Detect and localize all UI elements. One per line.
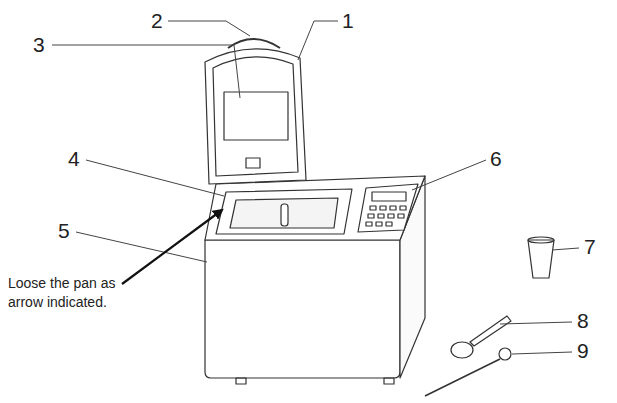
instruction-note: Loose the pan as arrow indicated. bbox=[8, 274, 148, 312]
buttons bbox=[366, 206, 406, 226]
spoon-bowl bbox=[451, 342, 473, 358]
hinge bbox=[246, 158, 260, 168]
callout-number: 3 bbox=[33, 33, 45, 57]
body-front bbox=[205, 240, 400, 378]
display bbox=[372, 192, 406, 201]
control-panel bbox=[358, 184, 418, 232]
measuring-cup bbox=[528, 240, 554, 278]
handle bbox=[228, 39, 280, 48]
body-top bbox=[205, 176, 425, 240]
pan-arrow bbox=[122, 210, 222, 284]
foot bbox=[236, 378, 246, 384]
callout-number: 4 bbox=[68, 147, 80, 171]
callout-number: 2 bbox=[151, 9, 163, 33]
lid-inner bbox=[213, 57, 298, 176]
hook-rod bbox=[425, 359, 500, 396]
window bbox=[224, 92, 288, 140]
cavity bbox=[216, 189, 352, 234]
callout-number: 8 bbox=[577, 309, 589, 333]
foot bbox=[384, 378, 394, 384]
callout-number: 6 bbox=[490, 147, 502, 171]
callout-number: 9 bbox=[577, 339, 589, 363]
kneading-shaft bbox=[281, 204, 288, 226]
hook-ring bbox=[499, 348, 511, 360]
cup-rim bbox=[528, 237, 554, 243]
callout-number: 5 bbox=[58, 219, 70, 243]
leader-lines bbox=[52, 21, 579, 354]
measuring-spoon bbox=[470, 316, 511, 346]
lid bbox=[205, 49, 306, 184]
callout-number: 7 bbox=[584, 235, 596, 259]
bread-pan bbox=[230, 198, 338, 228]
callout-number: 1 bbox=[342, 9, 354, 33]
